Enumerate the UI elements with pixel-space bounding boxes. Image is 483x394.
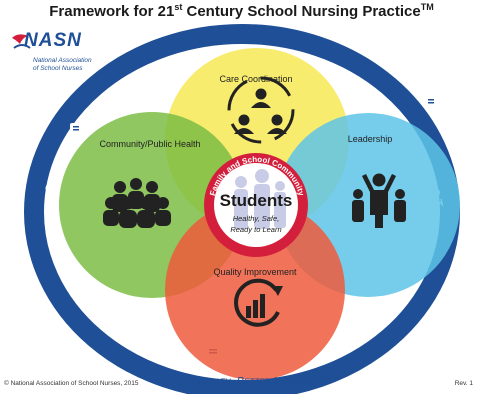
leadership-label: Leadership xyxy=(348,134,393,144)
care-team-icon xyxy=(227,76,295,144)
logo-swoosh-icon xyxy=(12,34,31,49)
page-title: Framework for 21st Century School Nursin… xyxy=(49,2,434,20)
students-line2: Ready to Learn xyxy=(230,225,281,234)
students-silhouette-icon xyxy=(234,169,286,229)
logo-wordmark: NASN xyxy=(24,30,82,51)
quality-chart-icon xyxy=(234,278,283,327)
logo-subtitle: National Association of School Nurses xyxy=(33,57,92,72)
students-line1: Healthy, Safe, xyxy=(233,214,280,223)
tagline: Better Health. Better Learning.TM xyxy=(160,375,330,388)
quality-improvement-circle xyxy=(165,200,345,380)
quality-improvement-label: Quality Improvement xyxy=(213,267,297,277)
copyright-text: © National Association of School Nurses,… xyxy=(4,380,139,387)
leadership-icon xyxy=(352,173,406,228)
nasn-logo xyxy=(8,28,88,78)
care-coordination-label: Care Coordination xyxy=(219,74,292,84)
community-group-icon xyxy=(103,178,171,228)
community-health-label: Community/Public Health xyxy=(99,139,200,149)
revision-label: Rev. 1 xyxy=(454,380,473,387)
students-title: Students xyxy=(220,191,293,210)
